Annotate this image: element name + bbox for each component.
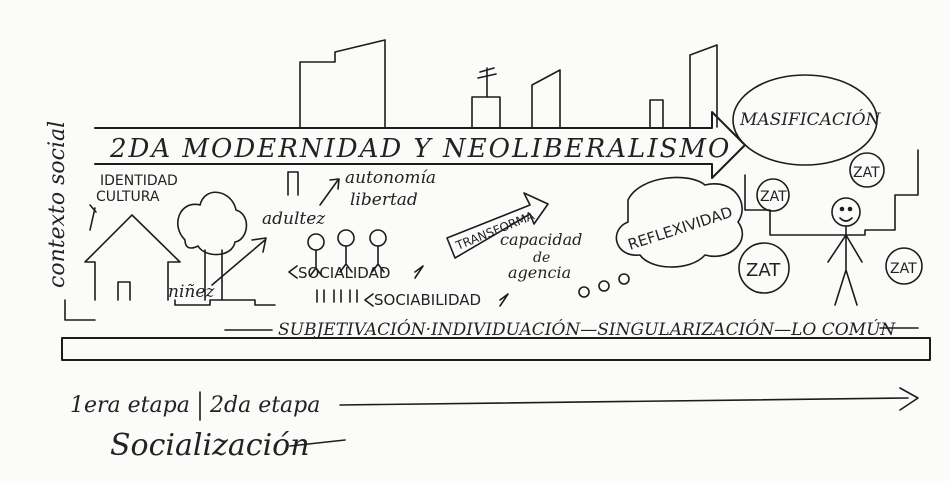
agencia-label: agencia — [508, 263, 571, 282]
person-figure — [827, 197, 863, 306]
zat-label: ZAT — [853, 165, 880, 181]
etapa2-label: 2da etapa — [209, 393, 320, 418]
zat-label: ZAT — [746, 260, 781, 281]
stick-figures — [307, 229, 387, 277]
house-icon — [84, 214, 181, 301]
timeline-bar — [61, 337, 931, 361]
socialidad-arrow — [288, 265, 424, 279]
zat-circle — [849, 152, 885, 188]
socialidad-label: SOCIALIDAD — [298, 264, 390, 282]
growth-arrow — [211, 237, 267, 286]
socializacion-label: Socialización — [110, 428, 310, 463]
autonomia-arrow — [319, 178, 340, 206]
small-building — [287, 171, 299, 196]
etapa-arrow — [339, 387, 919, 411]
zat-label: ZAT — [890, 261, 917, 277]
thought-dots — [578, 273, 630, 298]
libertad-label: libertad — [350, 190, 418, 210]
zat-circle — [885, 247, 923, 285]
reflexividad-label: REFLEXIVIDAD — [626, 203, 735, 254]
zat-label: ZAT — [760, 189, 787, 205]
city-skyline — [299, 39, 718, 128]
identidad-arrow — [89, 204, 97, 231]
banner-title: 2DA MODERNIDAD Y NEOLIBERALISMO — [109, 134, 731, 164]
masificacion-label: MASIFICACIÓN — [739, 109, 881, 130]
process-dashes — [224, 327, 919, 331]
ninez-label: niñez — [168, 282, 215, 302]
masificacion-bubble — [732, 74, 878, 166]
sociabilidad-label: SOCIABILIDAD — [374, 291, 481, 309]
socializacion-underline — [289, 439, 346, 447]
zat-circle — [738, 242, 790, 294]
de-label: de — [533, 250, 550, 266]
reflexividad-cloud — [615, 176, 744, 268]
side-label-contexto-social: contexto social — [45, 121, 70, 288]
cultura-label: CULTURA — [96, 189, 160, 205]
zat-circle — [756, 178, 790, 212]
etapa1-label: 1era etapa — [70, 393, 190, 418]
antenna-icon — [477, 67, 497, 98]
stick-legs-row — [316, 289, 358, 303]
autonomia-label: autonomía — [345, 168, 436, 188]
capacidad-label: capacidad — [500, 230, 582, 249]
tree-icon — [176, 191, 248, 301]
adultez-label: adultez — [262, 209, 326, 229]
process-line: SUBJETIVACIÓN·INDIVIDUACIÓN—SINGULARIZAC… — [278, 319, 896, 340]
sociabilidad-arrow — [364, 293, 509, 307]
transforma-arrow — [446, 192, 549, 259]
ground-line — [64, 299, 276, 321]
identidad-label: IDENTIDAD — [100, 173, 178, 189]
